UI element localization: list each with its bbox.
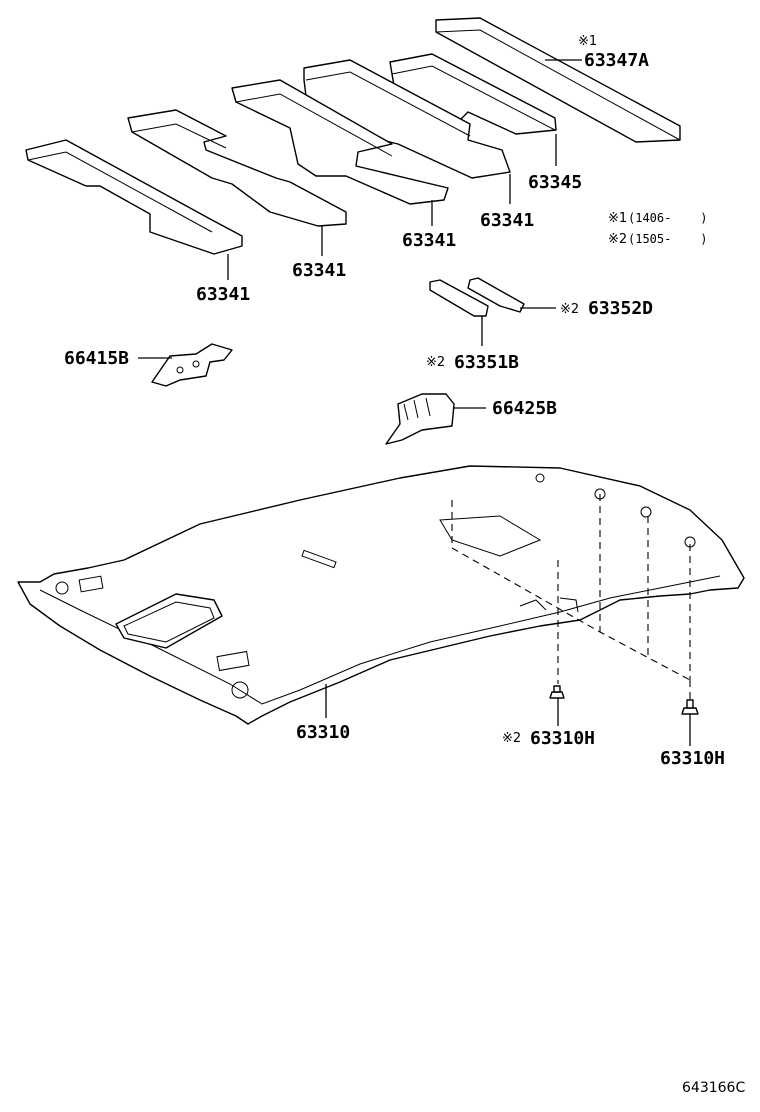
diagram-id: 643166C (682, 1080, 745, 1096)
mark-63352D: ※2 (560, 302, 579, 317)
part-63341-c-shape[interactable] (231, 79, 449, 205)
label-63352D[interactable]: 63352D (588, 298, 653, 319)
mark-63347A: ※1 (578, 34, 597, 49)
mark-63310H-a: ※2 (502, 731, 521, 746)
part-63310-shape[interactable] (17, 465, 745, 725)
label-63310H-a[interactable]: 63310H (530, 728, 595, 749)
label-63341-c[interactable]: 63341 (402, 230, 456, 251)
note-2-text: (1505- ) (628, 232, 707, 246)
part-66425B-shape[interactable] (385, 393, 455, 445)
label-66415B[interactable]: 66415B (64, 348, 129, 369)
part-63341-a-shape[interactable] (25, 139, 243, 255)
label-63345[interactable]: 63345 (528, 172, 582, 193)
label-63347A[interactable]: 63347A (584, 50, 649, 71)
part-63351B-shape[interactable] (429, 279, 489, 317)
label-63310[interactable]: 63310 (296, 722, 350, 743)
part-63352D-shape[interactable] (467, 277, 525, 313)
clip-63310H-b-shape[interactable] (681, 699, 699, 715)
note-2-mark: ※2 (608, 232, 627, 247)
part-63341-b-shape[interactable] (127, 109, 347, 227)
part-63345-shape[interactable] (389, 53, 557, 135)
label-63310H-b[interactable]: 63310H (660, 748, 725, 769)
mark-63351B: ※2 (426, 355, 445, 370)
part-66415B-shape[interactable] (151, 343, 233, 387)
label-63341-d[interactable]: 63341 (480, 210, 534, 231)
note-1-mark: ※1 (608, 211, 627, 226)
part-63347A-shape[interactable] (435, 17, 681, 143)
note-1-text: (1406- ) (628, 211, 707, 225)
label-63341-a[interactable]: 63341 (196, 284, 250, 305)
label-63341-b[interactable]: 63341 (292, 260, 346, 281)
dashed-guides (451, 494, 691, 700)
label-66425B[interactable]: 66425B (492, 398, 557, 419)
label-63351B[interactable]: 63351B (454, 352, 519, 373)
clip-63310H-a-shape[interactable] (549, 685, 565, 699)
